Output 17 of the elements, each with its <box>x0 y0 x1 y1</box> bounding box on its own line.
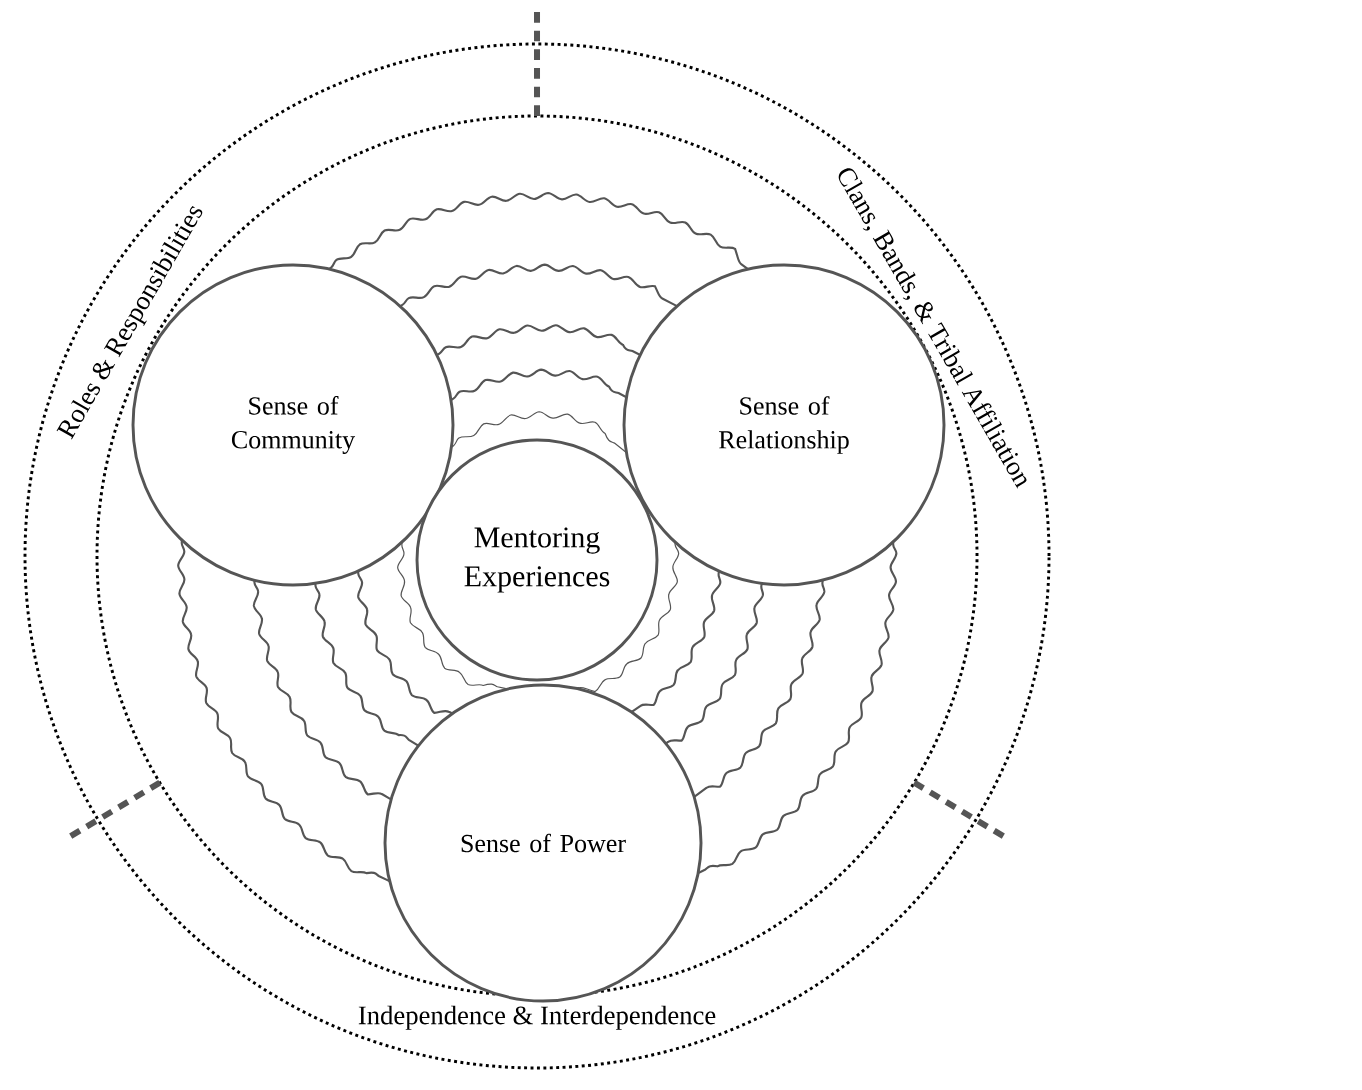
wavy-line <box>450 368 627 401</box>
wavy-line <box>328 191 749 270</box>
wavy-line <box>314 583 420 747</box>
wavy-line <box>436 324 641 356</box>
wavy-line <box>665 583 764 745</box>
wavy-line <box>397 541 509 690</box>
wavy-line <box>575 541 680 693</box>
wavy-line <box>697 541 898 875</box>
circle-node: Mentoring Experiences <box>415 438 659 682</box>
circle-node: Sense of Power <box>383 683 703 1003</box>
wavy-line <box>252 580 392 801</box>
wavy-line <box>450 411 628 454</box>
wavy-line <box>177 540 391 883</box>
wavy-line <box>693 580 826 798</box>
wavy-line <box>399 263 678 308</box>
wavy-line <box>630 571 722 713</box>
wavy-line <box>357 571 453 715</box>
